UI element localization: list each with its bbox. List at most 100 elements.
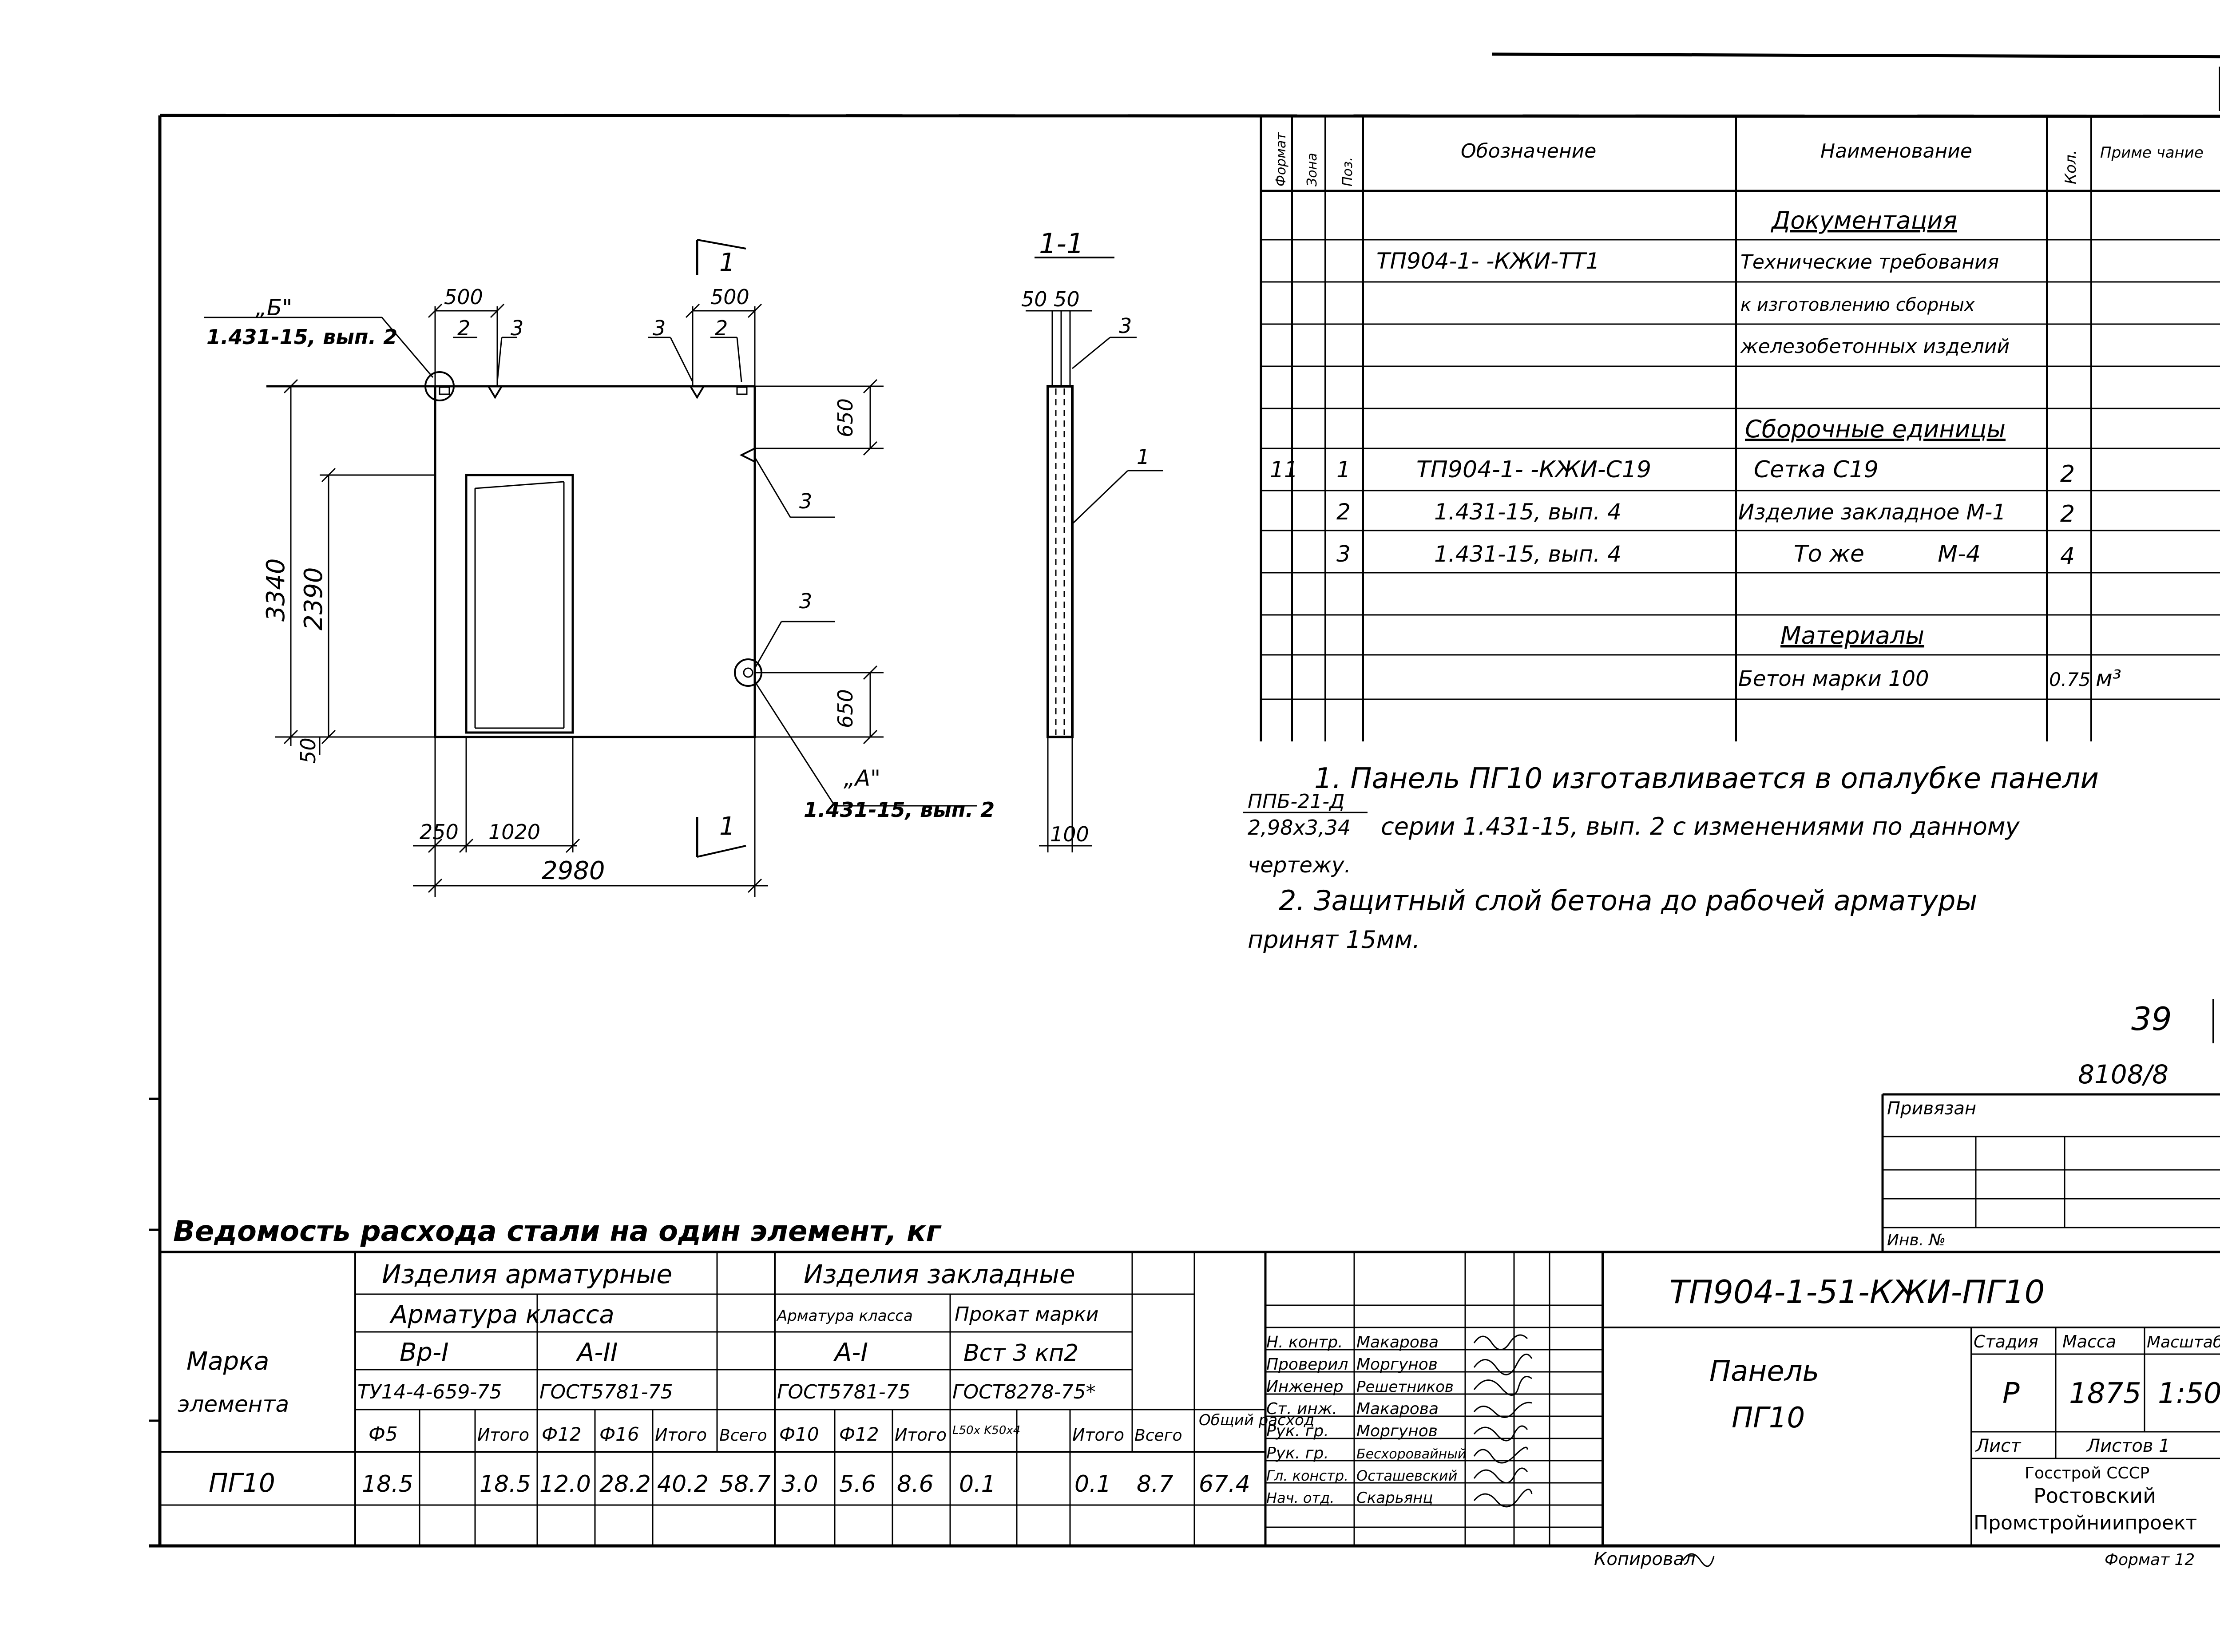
callout-3-lower: 3 [799,589,812,613]
steel-class-bp1: Вр-I [400,1338,449,1367]
steel-col-total-a1: Итого [895,1425,947,1445]
spec-row1-format: 11 [1270,457,1298,483]
format-label: Формат 12 [2105,1551,2195,1569]
spec-doc-name-3: железобетонных изделий [1740,335,2010,358]
steel-val-all-embed: 8.7 [1137,1471,1173,1497]
section-mark-top: 1 [719,248,735,277]
signer-name-3: Решетников [1356,1378,1454,1396]
steel-row-mark: ПГ10 [209,1468,275,1498]
org-line-1: Госстрой СССР [2025,1464,2149,1482]
steel-val-total-a2: 40.2 [657,1471,709,1497]
note-1-fraction-top: ППБ-21-Д [1248,790,1344,813]
steel-val-f16: 28.2 [599,1471,651,1497]
steel-col-f10: Ф10 [779,1423,819,1445]
steel-col-f5: Ф5 [369,1423,398,1446]
privyazan-label: Привязан [1887,1098,1976,1119]
panel-dimensions [204,303,977,897]
spec-material-note: м³ [2096,666,2121,691]
steel-val-total-bp: 18.5 [480,1471,531,1497]
dim-2390: 2390 [299,567,328,630]
callout-2-right: 2 [715,316,728,340]
dim-500-left: 500 [444,285,483,309]
note-1-line-2: серии 1.431-15, вып. 2 с изменениями по … [1381,812,2020,840]
org-line-3: Промстройниипроект [1974,1512,2197,1534]
dim-650-bottom: 650 [833,689,857,728]
spec-header-format: Формат [1273,132,1289,186]
steel-col-angle: L50x K50x4 [952,1424,1020,1437]
spec-header-pos: Поз. [1340,157,1356,186]
steel-marka-label-2: элемента [178,1391,289,1417]
steel-gost-a2: ГОСТ5781-75 [539,1381,673,1403]
steel-val-f10: 3.0 [781,1471,818,1497]
sheet-label: Лист [1975,1436,2022,1456]
signer-role-7: Гл. констр. [1266,1467,1348,1484]
signer-name-1: Макарова [1356,1333,1439,1351]
steel-col-f16: Ф16 [599,1423,639,1445]
steel-col-all-reinf: Всего [719,1426,767,1445]
stage-value: Р [2002,1377,2020,1410]
signer-role-5: Рук. гр. [1266,1422,1329,1440]
spec-header-name: Наименование [1820,140,1972,162]
section-1-1 [1026,257,1163,852]
signer-role-4: Ст. инж. [1266,1400,1337,1418]
scale-value: 1:50 [2158,1377,2220,1410]
dim-100: 100 [1050,822,1089,846]
signer-name-8: Скарьянц [1356,1489,1433,1507]
spec-material-name: Бетон марки 100 [1738,666,1929,691]
note-2-line-1: 2. Защитный слой бетона до рабочей армат… [1279,884,1977,917]
steel-class-a2: А-II [576,1338,618,1367]
spec-row2-name: Изделие закладное М-1 [1738,500,2006,525]
steel-val-f12: 12.0 [539,1471,591,1497]
dim-1020: 1020 [488,820,540,844]
signature-scribbles [1473,1334,1715,1567]
panel-elevation [266,239,762,858]
inv-no-label: Инв. № [1887,1231,1946,1249]
signer-role-6: Рук. гр. [1266,1444,1329,1462]
signer-name-2: Моргунов [1356,1355,1438,1374]
mass-label: Масса [2062,1332,2116,1351]
detail-a-label: „А" [844,765,880,791]
steel-table-title: Ведомость расхода стали на один элемент,… [173,1215,942,1248]
steel-val-angle: 0.1 [959,1471,996,1497]
callout-3-left: 3 [511,316,523,340]
steel-val-all-reinf: 58.7 [719,1471,771,1497]
stage-label: Стадия [1974,1332,2038,1351]
spec-row1-name: Сетка С19 [1754,456,1879,483]
spec-table-grid [1260,115,2220,741]
scale-label: Масштаб [2147,1333,2220,1351]
steel-gost-rolled: ГОСТ8278-75* [952,1381,1096,1403]
spec-section-materials: Материалы [1780,622,1924,650]
signer-name-4: Макарова [1356,1400,1439,1418]
steel-marka-label-1: Марка [186,1347,269,1376]
org-line-2: Ростовский [2034,1484,2156,1508]
section-mark-bottom: 1 [719,812,735,841]
steel-col-f12: Ф12 [542,1423,582,1445]
spec-section-documentation: Документация [1771,206,1957,234]
steel-reinf-class: Арматура класса [389,1300,614,1329]
steel-embed-rolled: Прокат марки [955,1303,1098,1326]
callout-3-side: 3 [799,489,812,513]
mass-value: 1875 [2069,1377,2141,1410]
spec-row1-qty: 2 [2060,461,2075,487]
callout-1-section: 1 [1137,445,1150,469]
note-1-line-3: чертежу. [1248,853,1351,878]
spec-header-designation: Обозначение [1461,140,1596,162]
steel-embed-class: Арматура класса [776,1307,913,1325]
steel-val-overall: 67.4 [1199,1471,1250,1497]
signer-role-8: Нач. отд. [1266,1490,1334,1506]
signer-name-7: Осташевский [1356,1467,1457,1484]
steel-gost-bp1: ТУ14-4-659-75 [357,1381,502,1403]
signer-name-6: Бесхоровайный [1356,1446,1466,1462]
spec-row2-designation: 1.431-15, вып. 4 [1434,499,1621,525]
callout-3-section: 3 [1119,314,1132,338]
spec-doc-name-1: Технические требования [1740,251,1999,273]
object-name-line-1: Панель [1709,1355,1819,1388]
section-title: 1-1 [1039,227,1084,260]
steel-val-total-a1: 8.6 [897,1471,934,1497]
title-block-grid [1265,1251,2220,1546]
hand-page-number: 39 [2131,1000,2172,1038]
spec-row3-name: То же М-4 [1794,541,1981,567]
inventory-number: 8108/8 [2078,1059,2168,1089]
signer-role-2: Проверил [1266,1355,1348,1374]
callout-2-left: 2 [457,316,470,340]
